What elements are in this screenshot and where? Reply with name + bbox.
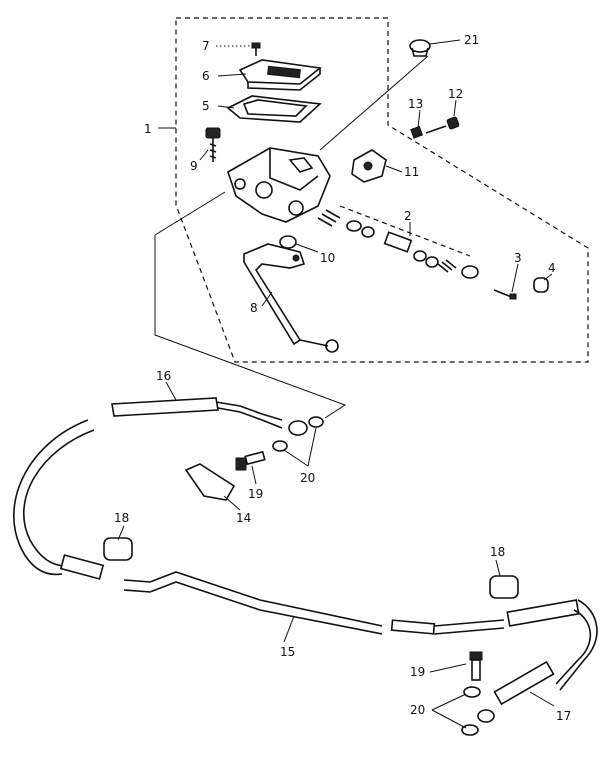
master-cylinder-body	[227, 147, 331, 223]
callout-6: 6	[202, 69, 210, 83]
callout-2: 2	[404, 209, 412, 223]
callout-15: 15	[280, 645, 295, 659]
callout-16: 16	[156, 369, 171, 383]
bolt-part-12	[425, 116, 460, 134]
callout-17: 17	[556, 709, 571, 723]
screw-part-7	[251, 42, 261, 56]
callout-19-upper: 19	[248, 487, 263, 501]
callout-13: 13	[408, 97, 423, 111]
grommet-part-18-left	[103, 537, 133, 561]
callout-1: 1	[144, 122, 152, 136]
callout-7: 7	[202, 39, 210, 53]
grommet-part-18-right	[489, 575, 519, 599]
nut-part-13	[410, 125, 424, 139]
bolt-part-9	[205, 127, 221, 162]
callout-11: 11	[404, 165, 419, 179]
callout-19-lower: 19	[410, 665, 425, 679]
callout-12: 12	[448, 87, 463, 101]
callout-3: 3	[514, 251, 522, 265]
callout-9: 9	[190, 159, 198, 173]
washer-part-20-upper-a	[308, 416, 324, 428]
callout-18-left: 18	[114, 511, 129, 525]
assembly-boundary	[175, 17, 589, 363]
callout-21: 21	[464, 33, 479, 47]
assembly-leader-line	[154, 191, 347, 419]
switch-part-11	[351, 149, 387, 183]
pin-part-3	[493, 289, 517, 300]
piston-kit-part-2	[317, 205, 479, 279]
callout-4: 4	[548, 261, 556, 275]
hose-part-15	[13, 419, 505, 635]
boot-part-4	[533, 277, 549, 293]
leader-lines	[117, 39, 555, 729]
diaphragm-part-5	[226, 95, 322, 123]
union-bolt-part-19-upper	[235, 450, 266, 471]
callout-5: 5	[202, 99, 210, 113]
callout-14: 14	[236, 511, 251, 525]
union-bolt-part-19-lower	[469, 651, 483, 681]
hose-end-part-17	[477, 660, 555, 723]
cap-part-21	[409, 39, 431, 57]
callout-20-upper: 20	[300, 471, 315, 485]
lever-part-8	[243, 243, 339, 353]
bushing-part-10	[279, 235, 297, 249]
reservoir-cap-part-6	[238, 59, 322, 91]
fitting-lower-right	[506, 599, 598, 691]
callout-8: 8	[250, 301, 258, 315]
washer-part-20-lower-b	[461, 724, 479, 736]
callout-10: 10	[320, 251, 335, 265]
washer-part-20-upper-b	[272, 440, 288, 452]
callout-20-lower: 20	[410, 703, 425, 717]
callout-18-right: 18	[490, 545, 505, 559]
cap-part-14	[184, 463, 236, 501]
hose-part-16	[111, 397, 308, 436]
washer-part-20-lower-a	[463, 686, 481, 698]
